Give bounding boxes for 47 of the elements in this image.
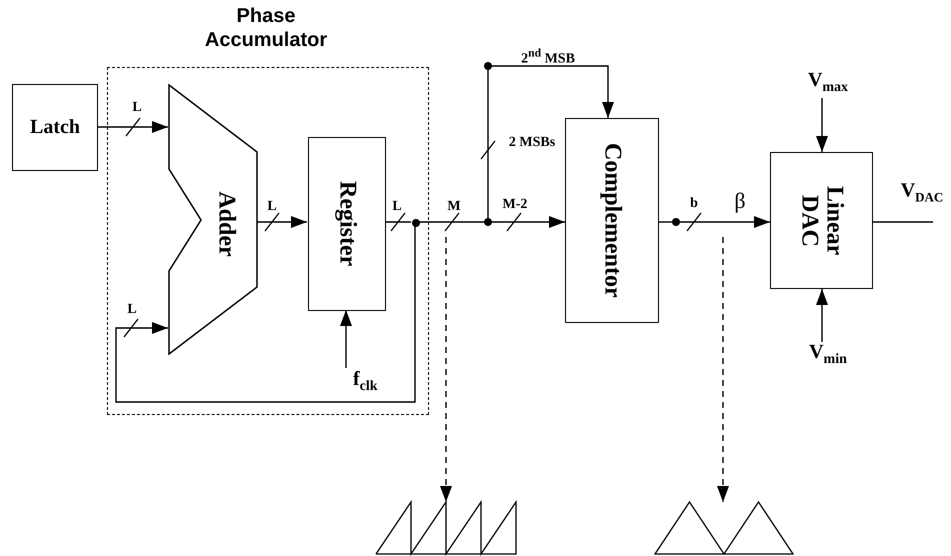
sawtooth-waveform-drawing: [376, 502, 516, 554]
signal-arrow: [256, 216, 307, 228]
junction-dot: [484, 62, 492, 70]
voltage-label: V$_{min}$: [800, 342, 856, 372]
junction-dot: [484, 218, 492, 226]
signal-arrow: [492, 216, 565, 228]
clock-signal-label: f$_{clk}$: [339, 369, 393, 391]
output-voltage-label: V$_{DAC}$: [900, 180, 944, 204]
block-label: Adder: [213, 191, 239, 257]
adder-block: [169, 85, 257, 354]
signal-line: [873, 221, 933, 223]
edge-label: L: [132, 101, 142, 115]
signal-arrow: [492, 65, 614, 118]
signal-arrow: [98, 121, 168, 133]
signal-line: [385, 221, 411, 223]
junction-dot: [412, 219, 420, 227]
block-box: [770, 152, 873, 289]
signal-arrow: [816, 289, 828, 342]
triangle-waveform-drawing: [655, 502, 793, 554]
edge-label: L: [392, 200, 402, 214]
group-heading: Phase Accumulator: [204, 4, 328, 52]
signal-arrow: [115, 226, 416, 403]
dashed-arrow: [440, 237, 452, 502]
dashed-arrow: [717, 237, 729, 502]
edge-label: M: [447, 200, 461, 214]
signal-symbol: β: [734, 190, 746, 212]
edge-label: L: [267, 200, 277, 214]
edge-label: 2 MSBs: [508, 136, 556, 150]
block-box: [12, 84, 98, 171]
edge-label: b: [690, 197, 698, 211]
signal-arrow: [340, 310, 352, 368]
edge-label: 2$^{nd}$ MSB: [521, 48, 575, 66]
signal-arrow: [680, 216, 770, 228]
edge-label: L: [127, 303, 137, 317]
signal-arrow: [816, 98, 828, 152]
block-box: [565, 118, 659, 323]
block-label: Register: [334, 181, 360, 267]
signal-line: [487, 70, 489, 218]
block-label: Latch: [30, 116, 80, 139]
block-label: Linear DAC: [796, 184, 847, 258]
block-box: [308, 137, 386, 311]
junction-dot: [672, 218, 680, 226]
voltage-label: V$_{max}$: [800, 70, 856, 98]
block-label: Complementor: [599, 143, 625, 298]
edge-label: M-2: [502, 198, 528, 212]
signal-line: [659, 221, 672, 223]
signal-line: [419, 221, 484, 223]
